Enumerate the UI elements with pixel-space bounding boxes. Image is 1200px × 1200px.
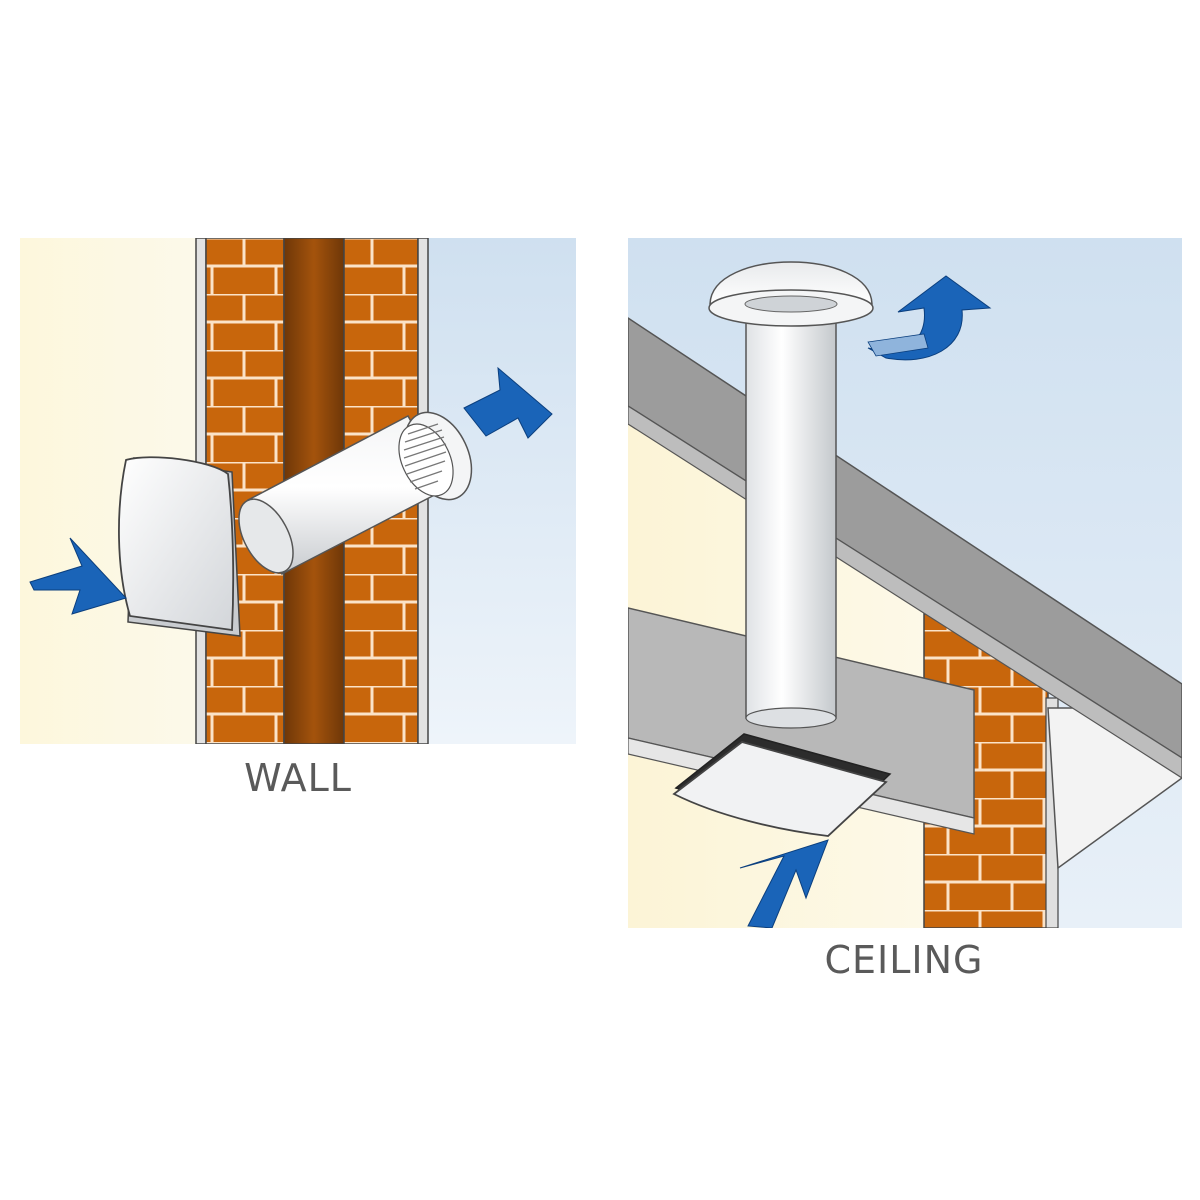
fan-unit-icon — [672, 733, 892, 837]
ceiling-installation-illustration — [628, 238, 1182, 928]
wall-caption: WALL — [244, 756, 352, 800]
grille-icon — [398, 411, 473, 501]
roof-cowl-icon — [708, 261, 874, 327]
duct-icon — [238, 414, 450, 576]
fan-unit-icon — [118, 456, 241, 637]
duct-icon — [745, 297, 837, 729]
airflow-arrow-tail — [867, 333, 929, 357]
airflow-arrow-icon — [29, 537, 127, 615]
ceiling-caption: CEILING — [824, 938, 984, 982]
airflow-arrow-icon — [463, 366, 553, 439]
wall-installation-illustration — [20, 238, 576, 744]
airflow-arrow-icon — [739, 839, 829, 928]
